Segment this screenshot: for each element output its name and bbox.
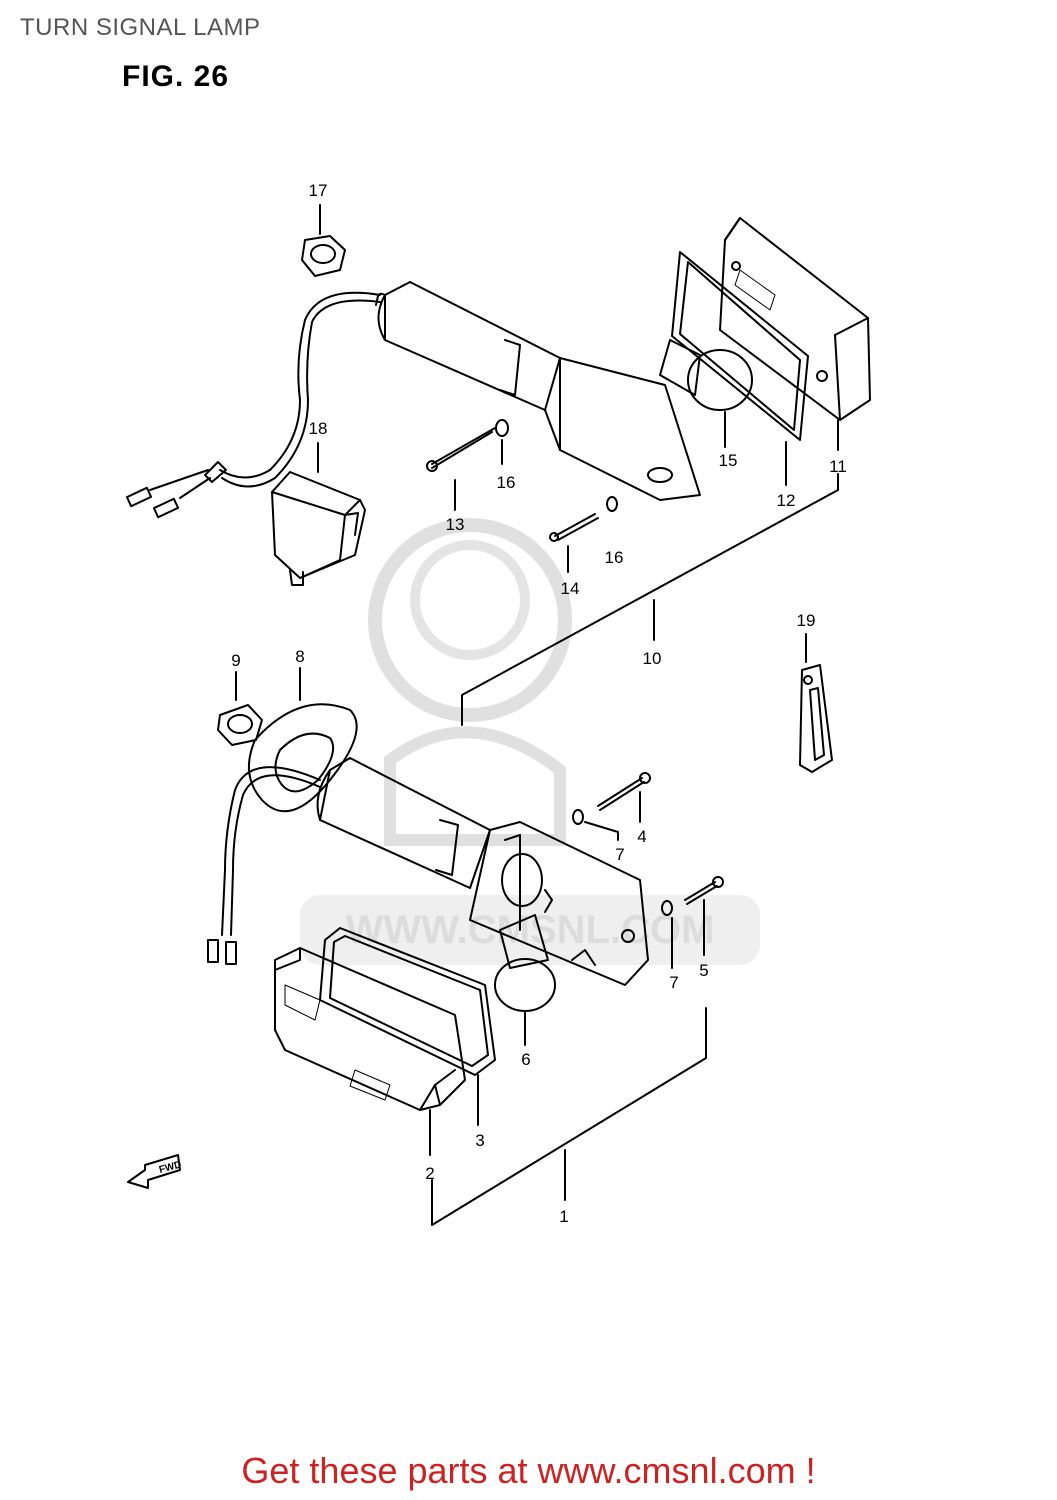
bracket-1 [431,1007,707,1226]
callout-7b: 7 [669,973,678,992]
leader-7a [584,821,619,841]
washer-7a [572,809,584,825]
callout-9: 9 [231,651,240,670]
callout-7a: 7 [615,845,624,864]
gasket-8 [247,703,358,813]
callout-16b: 16 [605,548,624,567]
callout-18: 18 [309,419,328,438]
exploded-parts-diagram: WWW.CMSNL.COM [125,181,871,1226]
figure-label: FIG. 26 [122,60,230,93]
callout-11: 11 [829,457,847,476]
screw-13 [426,427,496,472]
callout-8: 8 [295,647,304,666]
washer-16b [606,496,618,512]
callout-16a: 16 [497,473,516,492]
upper-bulb-15 [659,339,753,411]
callout-3: 3 [475,1131,484,1150]
callout-15: 15 [719,451,738,470]
callout-12: 12 [777,491,796,510]
nut-17 [301,235,346,277]
watermark: WWW.CMSNL.COM [300,518,760,965]
upper-turn-signal-body [125,281,701,519]
upper-gasket-12 [671,251,809,441]
screw-14 [549,513,599,542]
washer-16a [495,419,509,437]
callout-10: 10 [643,649,662,668]
relay-18 [271,471,366,586]
callout-5: 5 [699,961,708,980]
lower-turn-signal-body [207,757,649,986]
footer-cta[interactable]: Get these parts at www.cmsnl.com ! [241,1450,816,1491]
callout-17: 17 [309,181,328,200]
screw-5 [684,876,724,905]
callout-14: 14 [561,579,580,598]
clamp-19 [799,664,833,773]
lens-2 [274,947,466,1111]
washer-7b [661,900,673,916]
bracket-10 [461,473,839,726]
page-title: TURN SIGNAL LAMP [20,14,261,41]
screw-4 [597,772,651,811]
callout-6: 6 [521,1050,530,1069]
callout-13: 13 [446,515,465,534]
callout-2: 2 [425,1164,434,1183]
callout-4: 4 [637,827,646,846]
callout-1: 1 [559,1207,568,1226]
callout-19: 19 [797,611,816,630]
upper-lens-11 [719,217,871,421]
fwd-arrow-icon [127,1154,181,1189]
